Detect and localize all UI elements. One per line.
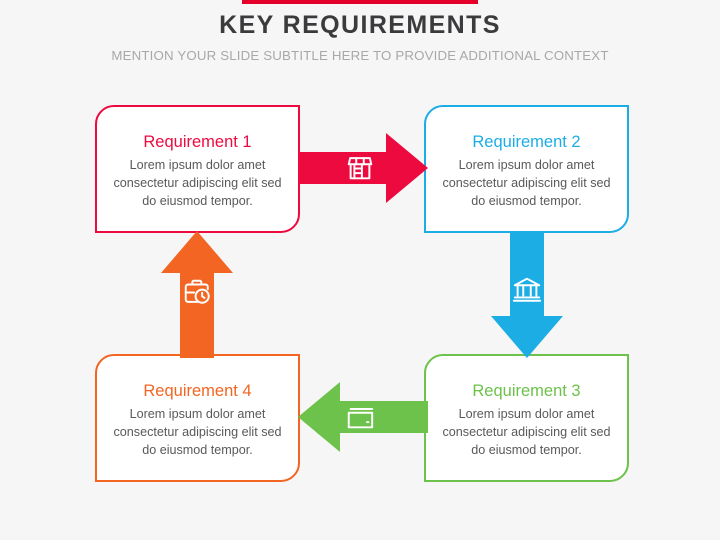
requirement-card-1-body: Lorem ipsum dolor amet consectetur adipi… <box>113 158 282 208</box>
title-accent-bar <box>242 0 478 4</box>
arrow-right-shape <box>298 133 428 203</box>
page-title: KEY REQUIREMENTS <box>219 11 501 39</box>
requirement-card-4[interactable]: Requirement 4 Lorem ipsum dolor amet con… <box>95 354 300 482</box>
requirement-card-3-body: Lorem ipsum dolor amet consectetur adipi… <box>442 407 611 457</box>
arrow-left <box>298 382 428 452</box>
credit-card-icon <box>347 408 374 429</box>
arrow-up-shape <box>161 231 233 358</box>
arrow-down-shape <box>491 231 563 358</box>
briefcase-clock-icon <box>184 279 210 304</box>
requirement-card-4-title: Requirement 4 <box>143 382 252 400</box>
requirement-card-2[interactable]: Requirement 2 Lorem ipsum dolor amet con… <box>424 105 629 233</box>
arrow-up <box>161 231 233 358</box>
requirement-card-3-title: Requirement 3 <box>472 382 581 400</box>
page-subtitle: MENTION YOUR SLIDE SUBTITLE HERE TO PROV… <box>111 48 609 63</box>
requirement-card-2-body: Lorem ipsum dolor amet consectetur adipi… <box>442 158 611 208</box>
requirement-card-1[interactable]: Requirement 1 Lorem ipsum dolor amet con… <box>95 105 300 233</box>
shop-icon <box>347 157 373 180</box>
requirement-card-3[interactable]: Requirement 3 Lorem ipsum dolor amet con… <box>424 354 629 482</box>
requirement-card-2-title: Requirement 2 <box>472 133 581 151</box>
arrow-down <box>491 231 563 358</box>
bank-icon <box>512 277 542 302</box>
requirement-card-4-body: Lorem ipsum dolor amet consectetur adipi… <box>113 407 282 457</box>
requirement-card-1-title: Requirement 1 <box>143 133 252 151</box>
arrow-right <box>298 133 428 203</box>
arrow-left-shape <box>298 382 428 452</box>
